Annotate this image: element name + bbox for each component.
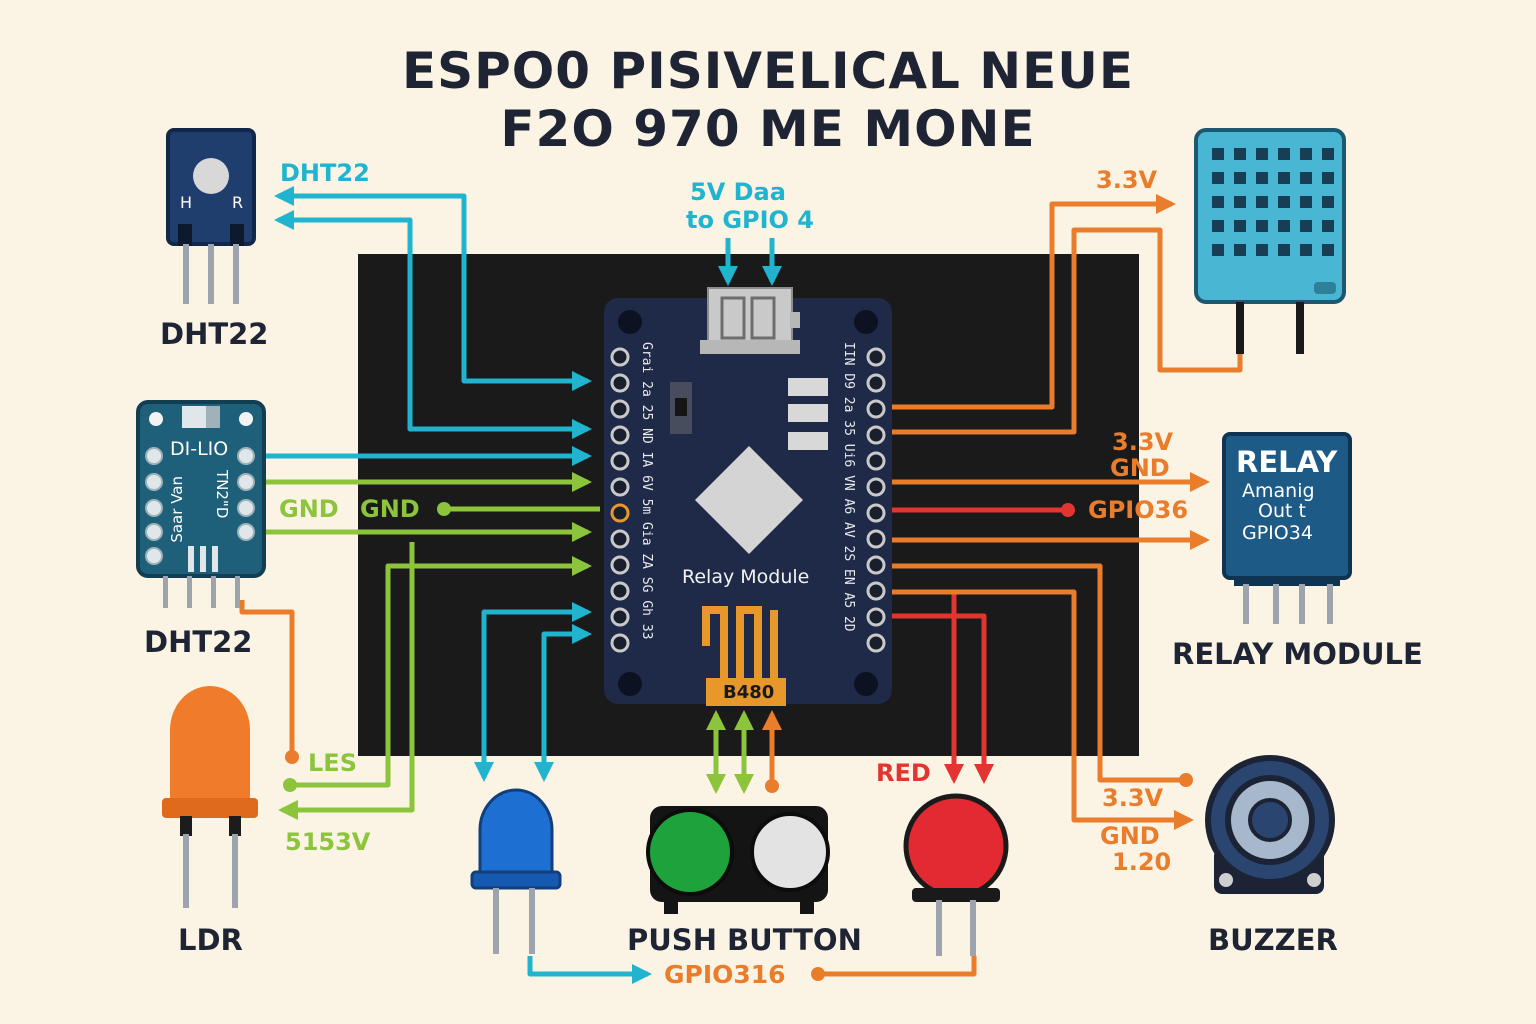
ldr-caption: LDR [178,923,243,957]
dht22-board-caption: DHT22 [144,625,253,659]
dht22-top-caption: DHT22 [160,317,269,351]
dht22-board-text-4: TN2"D [213,470,231,519]
les-label: LES [308,749,357,777]
left-pin-labels: Grai 2a 25 ND IA 6V 5m Gia ZA SG Gh 33 [639,342,654,640]
relay-line-1: Amanig [1242,480,1315,502]
red-label: RED [876,759,931,787]
relay-title: RELAY [1236,445,1338,479]
relay-line-3: GPIO34 [1242,522,1313,544]
gpio316-label: GPIO316 [664,960,786,989]
relay-caption: RELAY MODULE [1172,637,1423,671]
gnd-label-b: GND [360,495,420,523]
right-pin-labels: IIN D9 2a 35 Ui6 VN A6 AV 2S EN A5 2D [841,342,856,632]
relay-3v3-label: 3.3V [1112,428,1174,456]
red-led [903,793,1009,956]
relay-component [1222,432,1352,624]
board-module-label: Relay Module [682,566,810,588]
dht22-board-text-1: DI-LIO [170,438,229,460]
title-line-2: F2O 970 ME MONE [500,100,1036,158]
push-button-caption: PUSH BUTTON [627,923,862,957]
dht22-pin-r: R [232,193,244,212]
top-center-label-1: 5V Daa [690,178,786,206]
buzzer-120-label: 1.20 [1112,848,1172,876]
gpio36-label: GPIO36 [1088,496,1189,524]
wire-dots [283,502,1193,981]
buzzer-3v3-label: 3.3V [1102,784,1164,812]
buzzer-caption: BUZZER [1208,923,1338,957]
title-line-1: ESPO0 PISIVELICAL NEUE [401,42,1135,100]
dht-sensor-right [1194,128,1346,354]
dht22-top-module [166,128,256,304]
buzzer-component [1205,755,1335,894]
wires [239,186,1243,984]
relay-gnd-label: GND [1110,454,1170,482]
right-3v3-label: 3.3V [1096,166,1158,194]
ldr-component [162,686,258,908]
buzzer-gnd-label: GND [1100,822,1160,850]
5153v-label: 5153V [285,828,371,856]
esp-board [604,287,892,706]
dht22-wire-label: DHT22 [280,159,370,187]
gnd-label-a: GND [279,495,339,523]
blue-led [470,788,562,954]
top-center-label-2: to GPIO 4 [686,206,814,234]
relay-line-2: Out t [1258,500,1306,522]
dht22-board-text-2: Saar Van [168,476,186,543]
push-button-component [646,806,830,914]
dht22-board-module [136,400,266,608]
chip-label: B480 [723,682,775,703]
dht22-pin-h: H [180,193,193,212]
